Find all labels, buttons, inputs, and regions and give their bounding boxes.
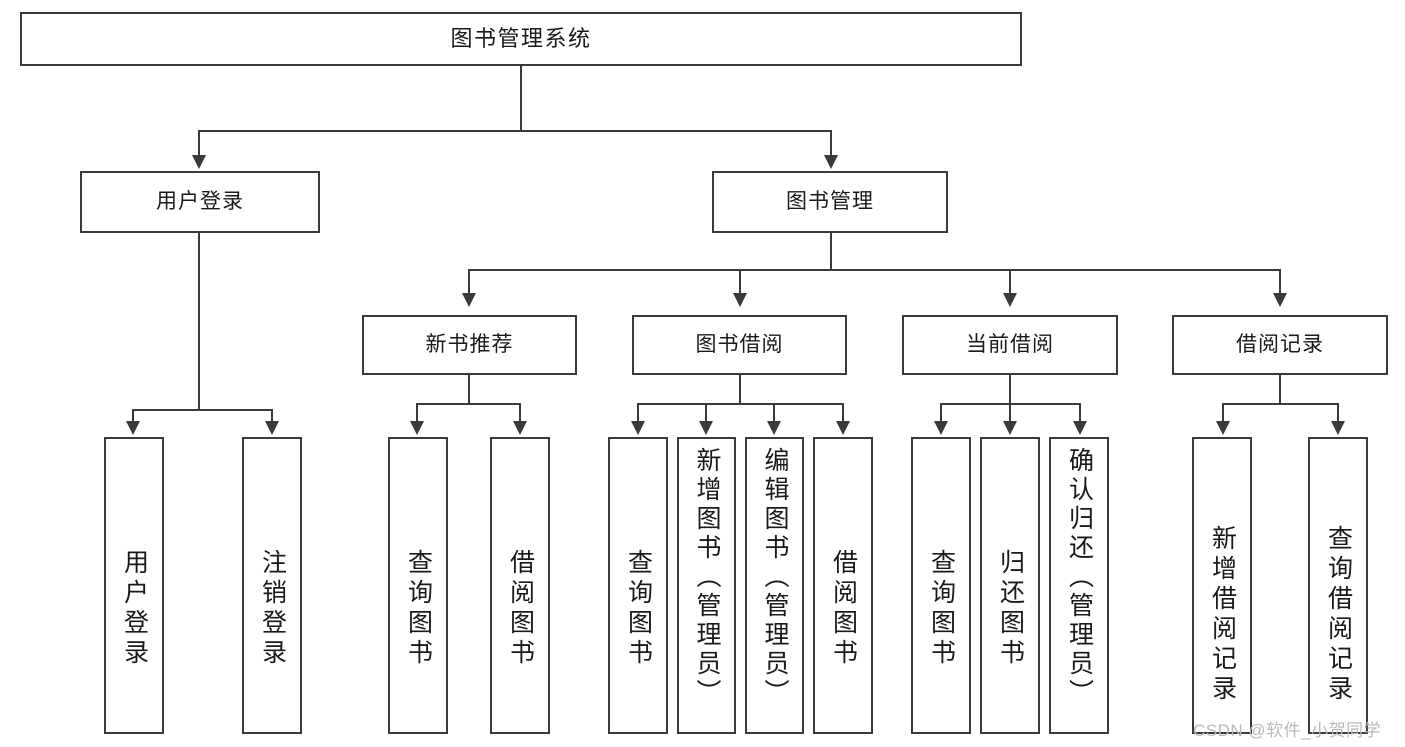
connector-record-b2 (1337, 403, 1339, 421)
connector-book-mgmt-c4 (1279, 269, 1281, 295)
node-leaf-current-return-book[interactable]: 归还图书 (980, 437, 1040, 734)
connector-recommend-bus (416, 403, 521, 405)
arrow-root-to-book-mgmt (824, 155, 838, 169)
connector-book-mgmt-c2 (739, 269, 741, 295)
connector-user-login-stem (198, 233, 200, 411)
node-leaf-borrow-query-book[interactable]: 查询图书 (608, 437, 668, 734)
node-leaf-recommend-borrow-book[interactable]: 借阅图书 (490, 437, 550, 734)
arrow-book-mgmt-c2 (733, 293, 747, 307)
arrow-recommend-b2 (513, 421, 527, 435)
arrow-borrow-b4 (836, 421, 850, 435)
arrow-borrow-b3 (767, 421, 781, 435)
connector-record-b1 (1222, 403, 1224, 421)
node-leaf-record-add-label: 新增借阅记录 (1208, 525, 1237, 705)
connector-current-b1 (940, 403, 942, 421)
connector-book-mgmt-bus (468, 269, 1280, 271)
node-leaf-borrow-edit-book-label: 编辑图书（管理员） (761, 447, 789, 708)
node-user-login[interactable]: 用户登录 (80, 171, 320, 233)
node-new-book-recommend-label: 新书推荐 (425, 332, 514, 356)
arrow-current-b3 (1073, 421, 1087, 435)
connector-recommend-b1 (416, 403, 418, 421)
connector-root-bus (198, 130, 832, 132)
arrow-borrow-b1 (631, 421, 645, 435)
node-leaf-current-return-book-label: 归还图书 (996, 549, 1025, 669)
connector-borrow-b1 (637, 403, 639, 421)
connector-root-stem (520, 66, 522, 130)
connector-borrow-b2 (705, 403, 707, 421)
connector-current-b2 (1009, 403, 1011, 421)
node-leaf-logout[interactable]: 注销登录 (242, 437, 302, 734)
connector-current-stem (1009, 375, 1011, 405)
node-leaf-borrow-add-book[interactable]: 新增图书（管理员） (677, 437, 736, 734)
node-book-management[interactable]: 图书管理 (712, 171, 948, 233)
connector-current-b3 (1079, 403, 1081, 421)
node-book-borrow[interactable]: 图书借阅 (632, 315, 847, 375)
connector-book-mgmt-c3 (1009, 269, 1011, 295)
node-borrow-record[interactable]: 借阅记录 (1172, 315, 1388, 375)
connector-borrow-b4 (842, 403, 844, 421)
node-new-book-recommend[interactable]: 新书推荐 (362, 315, 577, 375)
connector-record-stem (1279, 375, 1281, 405)
node-current-borrow-label: 当前借阅 (966, 332, 1054, 356)
arrow-book-mgmt-c1 (462, 293, 476, 307)
node-leaf-borrow-query-book-label: 查询图书 (624, 549, 653, 669)
connector-book-mgmt-stem (830, 233, 832, 271)
node-user-login-label: 用户登录 (156, 189, 244, 213)
connector-book-mgmt-c1 (468, 269, 470, 295)
arrow-user-login-b2 (265, 421, 279, 435)
node-leaf-record-add[interactable]: 新增借阅记录 (1192, 437, 1252, 734)
node-leaf-user-login-label: 用户登录 (120, 549, 149, 669)
node-leaf-record-query-label: 查询借阅记录 (1324, 525, 1353, 705)
connector-user-login-bus (132, 409, 272, 411)
node-root-system-label: 图书管理系统 (450, 26, 592, 52)
connector-borrow-bus (637, 403, 844, 405)
connector-recommend-b2 (519, 403, 521, 421)
arrow-current-b2 (1003, 421, 1017, 435)
connector-borrow-b3 (773, 403, 775, 421)
node-leaf-borrow-borrow-book[interactable]: 借阅图书 (813, 437, 873, 734)
node-leaf-borrow-add-book-label: 新增图书（管理员） (693, 447, 721, 708)
connector-root-to-book-mgmt (830, 130, 832, 157)
node-leaf-borrow-edit-book[interactable]: 编辑图书（管理员） (745, 437, 804, 734)
arrow-root-to-user-login (192, 155, 206, 169)
arrow-user-login-b1 (126, 421, 140, 435)
node-leaf-user-login[interactable]: 用户登录 (104, 437, 164, 734)
node-leaf-record-query[interactable]: 查询借阅记录 (1308, 437, 1368, 734)
node-book-borrow-label: 图书借阅 (695, 332, 784, 356)
node-book-management-label: 图书管理 (786, 189, 874, 213)
node-leaf-recommend-borrow-book-label: 借阅图书 (506, 549, 535, 669)
node-leaf-recommend-query-book[interactable]: 查询图书 (388, 437, 448, 734)
arrow-recommend-b1 (410, 421, 424, 435)
arrow-record-b1 (1216, 421, 1230, 435)
arrow-book-mgmt-c3 (1003, 293, 1017, 307)
node-root-system[interactable]: 图书管理系统 (20, 12, 1022, 66)
connector-borrow-stem (739, 375, 741, 405)
node-leaf-current-query-book[interactable]: 查询图书 (911, 437, 971, 734)
node-leaf-current-confirm-return-label: 确认归还（管理员） (1065, 447, 1094, 708)
connector-root-to-user-login (198, 130, 200, 157)
node-current-borrow[interactable]: 当前借阅 (902, 315, 1118, 375)
node-leaf-recommend-query-book-label: 查询图书 (404, 549, 433, 669)
node-leaf-logout-label: 注销登录 (258, 549, 287, 669)
node-leaf-current-query-book-label: 查询图书 (927, 549, 956, 669)
connector-record-bus (1222, 403, 1338, 405)
arrow-current-b1 (934, 421, 948, 435)
arrow-borrow-b2 (699, 421, 713, 435)
node-borrow-record-label: 借阅记录 (1236, 332, 1324, 356)
node-leaf-current-confirm-return[interactable]: 确认归还（管理员） (1049, 437, 1109, 734)
connector-recommend-stem (468, 375, 470, 405)
arrow-book-mgmt-c4 (1273, 293, 1287, 307)
node-leaf-borrow-borrow-book-label: 借阅图书 (829, 549, 858, 669)
connector-user-login-b2 (271, 409, 273, 423)
arrow-record-b2 (1331, 421, 1345, 435)
connector-user-login-b1 (132, 409, 134, 423)
